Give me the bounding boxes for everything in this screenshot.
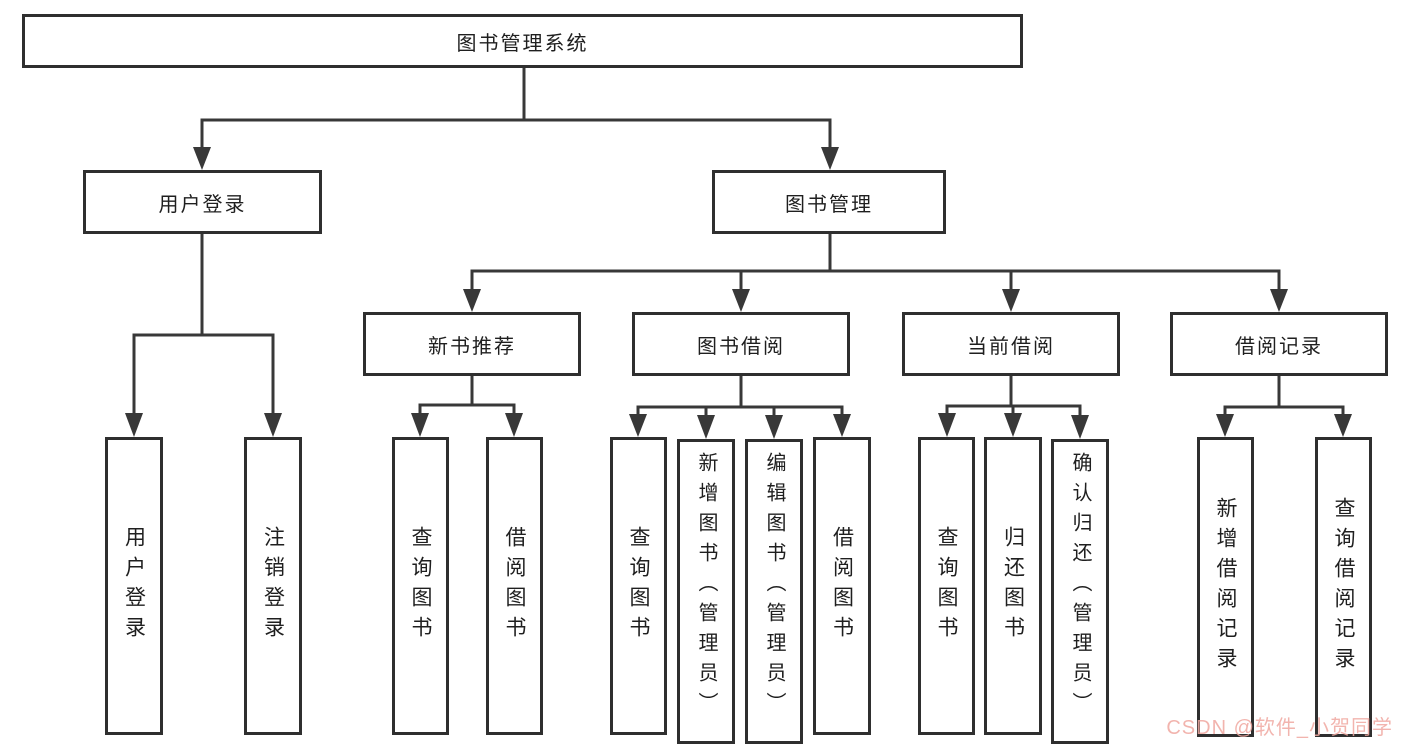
node-user-login: 用户登录 (83, 170, 322, 234)
leaf-query-borrow-record-label: 查询借阅记录 (1332, 497, 1355, 677)
edges-root (193, 68, 839, 170)
leaf-borrow-query-books: 查询图书 (610, 437, 667, 735)
leaf-edit-books-admin: 编辑图书（管理员） (745, 439, 803, 744)
leaf-current-query-books: 查询图书 (918, 437, 975, 735)
node-current-borrow-label: 当前借阅 (967, 335, 1055, 358)
node-book-management: 图书管理 (712, 170, 946, 234)
edges-current-borrow (938, 376, 1089, 439)
leaf-current-query-books-label: 查询图书 (935, 526, 958, 646)
leaf-confirm-return-admin: 确认归还（管理员） (1051, 439, 1109, 744)
edges-user-login (125, 234, 282, 437)
leaf-borrow-borrow-books: 借阅图书 (813, 437, 871, 735)
leaf-user-login: 用户登录 (105, 437, 163, 735)
node-borrow-records-label: 借阅记录 (1235, 335, 1323, 358)
edges-book-management (463, 234, 1288, 312)
edges-book-borrow (629, 376, 851, 439)
leaf-add-borrow-record: 新增借阅记录 (1197, 437, 1254, 737)
leaf-recommend-query-books-label: 查询图书 (409, 526, 432, 646)
node-new-book-recommend: 新书推荐 (363, 312, 581, 376)
leaf-borrow-borrow-books-label: 借阅图书 (830, 526, 854, 646)
leaf-query-borrow-record: 查询借阅记录 (1315, 437, 1372, 737)
leaf-logout: 注销登录 (244, 437, 302, 735)
leaf-recommend-query-books: 查询图书 (392, 437, 449, 735)
leaf-return-books: 归还图书 (984, 437, 1042, 735)
leaf-add-borrow-record-label: 新增借阅记录 (1214, 497, 1237, 677)
edges-new-book-recommend (411, 376, 523, 437)
leaf-user-login-label: 用户登录 (122, 526, 146, 646)
node-root-label: 图书管理系统 (456, 32, 589, 55)
node-book-borrow: 图书借阅 (632, 312, 850, 376)
leaf-edit-books-admin-label: 编辑图书（管理员） (763, 452, 785, 722)
node-root-system: 图书管理系统 (22, 14, 1023, 68)
leaf-logout-label: 注销登录 (261, 526, 285, 646)
node-book-borrow-label: 图书借阅 (697, 335, 785, 358)
leaf-add-books-admin-label: 新增图书（管理员） (695, 452, 717, 722)
leaf-add-books-admin: 新增图书（管理员） (677, 439, 735, 744)
node-user-login-label: 用户登录 (158, 193, 247, 216)
node-borrow-records: 借阅记录 (1170, 312, 1388, 376)
leaf-borrow-query-books-label: 查询图书 (627, 526, 650, 646)
node-book-management-label: 图书管理 (785, 193, 873, 216)
edges-borrow-records (1216, 376, 1352, 437)
node-current-borrow: 当前借阅 (902, 312, 1120, 376)
leaf-recommend-borrow-books: 借阅图书 (486, 437, 543, 735)
leaf-confirm-return-admin-label: 确认归还（管理员） (1069, 452, 1091, 722)
node-new-book-recommend-label: 新书推荐 (428, 335, 516, 358)
leaf-return-books-label: 归还图书 (1001, 526, 1025, 646)
leaf-recommend-borrow-books-label: 借阅图书 (503, 526, 526, 646)
csdn-watermark: CSDN @软件_小贺同学 (1166, 717, 1393, 739)
